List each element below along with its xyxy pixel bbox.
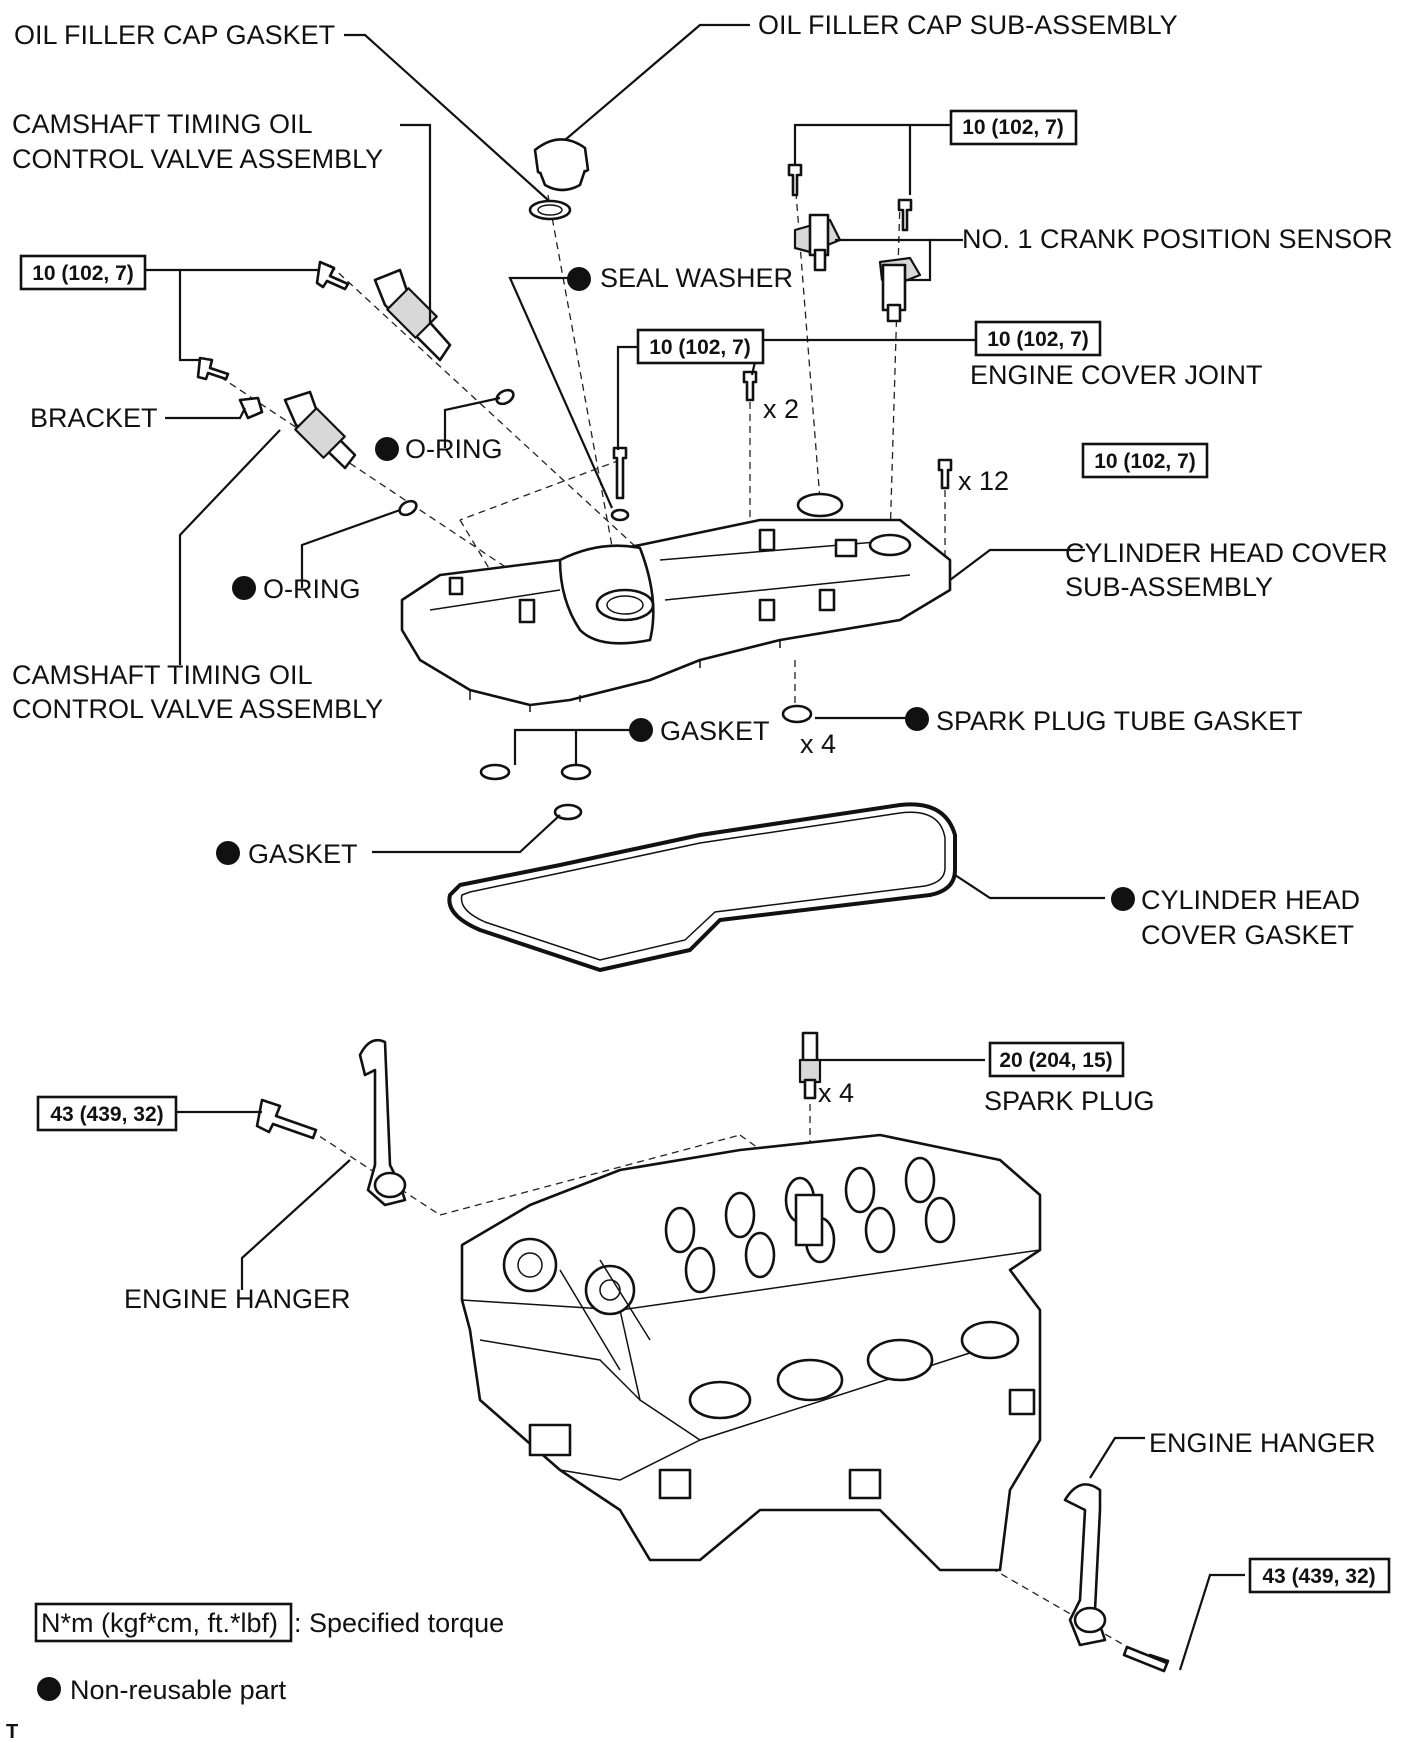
label-engine-cover-joint: ENGINE COVER JOINT <box>970 360 1263 390</box>
legend-torque-text: : Specified torque <box>294 1608 504 1638</box>
camshaft-lobes <box>502 1156 956 1316</box>
cylinder-head-illustration <box>460 1133 1042 1572</box>
label-camshaft-ocv-top-line1: CAMSHAFT TIMING OIL <box>12 109 313 139</box>
label-crank-position-sensor: NO. 1 CRANK POSITION SENSOR <box>962 224 1393 254</box>
torque-crank-sensor-bolts: 10 (102, 7) <box>962 116 1064 139</box>
o-rings-and-gaskets <box>398 388 813 821</box>
non-reusable-dot-gasket-upper <box>629 718 653 742</box>
label-oil-filler-cap-sub-assembly: OIL FILLER CAP SUB-ASSEMBLY <box>758 10 1178 40</box>
qty-engine-cover-joint: x 2 <box>763 394 799 424</box>
label-cylinder-head-cover-line2: SUB-ASSEMBLY <box>1065 572 1273 602</box>
non-reusable-dot-o-ring-lower <box>232 576 256 600</box>
label-o-ring-upper: O-RING <box>405 434 503 464</box>
torque-box-ocv <box>19 254 147 291</box>
torque-box-spark-plug <box>988 1041 1125 1078</box>
non-reusable-markers <box>216 267 1135 911</box>
legend-non-reusable-dot <box>37 1677 61 1701</box>
label-cylinder-head-cover-line1: CYLINDER HEAD COVER <box>1065 538 1388 568</box>
crank-position-sensor-illustration <box>793 213 922 323</box>
torque-box-hanger-left <box>36 1095 178 1132</box>
intake-ports <box>688 1320 1020 1420</box>
torque-engine-cover-joint: 10 (102, 7) <box>987 328 1089 351</box>
engine-hanger-illustrations <box>358 1038 1107 1647</box>
torque-seal-washer-bolt: 10 (102, 7) <box>649 336 751 359</box>
label-engine-hanger-left: ENGINE HANGER <box>124 1284 351 1314</box>
leader-lines <box>140 23 1245 1671</box>
non-reusable-dot-o-ring-upper <box>375 437 399 461</box>
non-reusable-dot-seal-washer <box>567 267 591 291</box>
label-o-ring-lower: O-RING <box>263 574 361 604</box>
cylinder-head-cover-gasket-illustration <box>447 802 957 972</box>
spark-plug-illustration <box>798 1031 822 1100</box>
torque-box-engine-cover-joint <box>974 320 1102 357</box>
cylinder-head-cover-illustration <box>400 492 952 712</box>
torque-hanger-right-bolt: 43 (439, 32) <box>1262 1565 1375 1588</box>
label-bracket: BRACKET <box>30 403 158 433</box>
qty-spark-plug-tube-gasket: x 4 <box>800 729 836 759</box>
torque-box-cover-bolts <box>1081 442 1209 479</box>
torque-ocv-bolts: 10 (102, 7) <box>32 262 134 285</box>
qty-spark-plug: x 4 <box>818 1078 854 1108</box>
label-engine-hanger-right: ENGINE HANGER <box>1149 1428 1376 1458</box>
label-camshaft-ocv-bottom-line2: CONTROL VALVE ASSEMBLY <box>12 694 383 724</box>
label-cylinder-head-cover-gasket-line2: COVER GASKET <box>1141 920 1354 950</box>
label-gasket-upper: GASKET <box>660 716 770 746</box>
bolts <box>196 163 1170 1673</box>
qty-cover-bolts: x 12 <box>958 466 1009 496</box>
label-spark-plug-tube-gasket: SPARK PLUG TUBE GASKET <box>936 706 1303 736</box>
label-spark-plug: SPARK PLUG <box>984 1086 1155 1116</box>
legend: N*m (kgf*cm, ft.*lbf) : Specified torque… <box>34 1602 504 1705</box>
non-reusable-dot-spark-plug-tube-gasket <box>905 707 929 731</box>
torque-box-hanger-right <box>1248 1557 1391 1594</box>
corner-mark: T <box>6 1721 18 1743</box>
label-camshaft-ocv-bottom-line1: CAMSHAFT TIMING OIL <box>12 660 313 690</box>
torque-cover-bolts: 10 (102, 7) <box>1094 450 1196 473</box>
label-oil-filler-cap-gasket: OIL FILLER CAP GASKET <box>14 20 335 50</box>
torque-box-seal-washer-bolt <box>636 328 765 365</box>
legend-torque-box <box>34 1602 293 1643</box>
torque-spark-plug: 20 (204, 15) <box>999 1049 1112 1072</box>
torque-boxes: 10 (102, 7) 10 (102, 7) 10 (102, 7) 10 (… <box>19 109 1391 1594</box>
label-gasket-lower: GASKET <box>248 839 358 869</box>
legend-non-reusable-text: Non-reusable part <box>70 1675 287 1705</box>
torque-hanger-left-bolt: 43 (439, 32) <box>50 1103 163 1126</box>
non-reusable-dot-gasket-lower <box>216 841 240 865</box>
label-cylinder-head-cover-gasket-line1: CYLINDER HEAD <box>1141 885 1360 915</box>
ocv-valve-illustrations <box>238 268 452 470</box>
torque-box-crank-sensor <box>949 109 1078 146</box>
label-camshaft-ocv-top-line2: CONTROL VALVE ASSEMBLY <box>12 144 383 174</box>
non-reusable-dot-cylinder-head-cover-gasket <box>1111 887 1135 911</box>
legend-torque-units: N*m (kgf*cm, ft.*lbf) <box>41 1608 278 1638</box>
label-seal-washer: SEAL WASHER <box>600 263 793 293</box>
oil-filler-cap-illustration <box>528 138 590 221</box>
